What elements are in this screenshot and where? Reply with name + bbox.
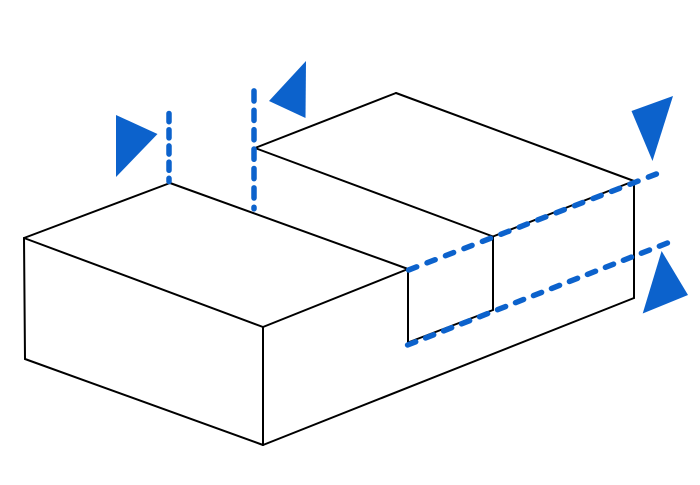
lower-top-back-right-edge	[169, 182, 409, 270]
dashed-line-lower-diagonal	[404, 240, 671, 348]
lower-top-front-left-edge	[23, 237, 264, 328]
arrow-right-icon	[116, 115, 158, 177]
lower-top-back-left-edge	[23, 182, 171, 239]
left-vertical-edge	[23, 237, 26, 360]
upper-top-back-left-edge	[254, 92, 397, 149]
lower-top-front-right-edge	[262, 268, 409, 328]
dashed-line-upper-diagonal	[405, 171, 660, 273]
bottom-front-left-edge	[24, 358, 264, 446]
arrow-left-icon	[269, 61, 306, 118]
bottom-front-right-edge	[262, 297, 635, 446]
upper-top-front-left-edge	[254, 147, 494, 238]
arrow-markers-layer	[116, 61, 688, 314]
arrow-up-icon	[642, 251, 688, 314]
highlight-dashed-lines-layer	[166, 88, 671, 348]
arrow-down-icon	[631, 96, 673, 161]
block-edges-layer	[23, 92, 635, 446]
upper-top-back-right-edge	[395, 92, 635, 182]
